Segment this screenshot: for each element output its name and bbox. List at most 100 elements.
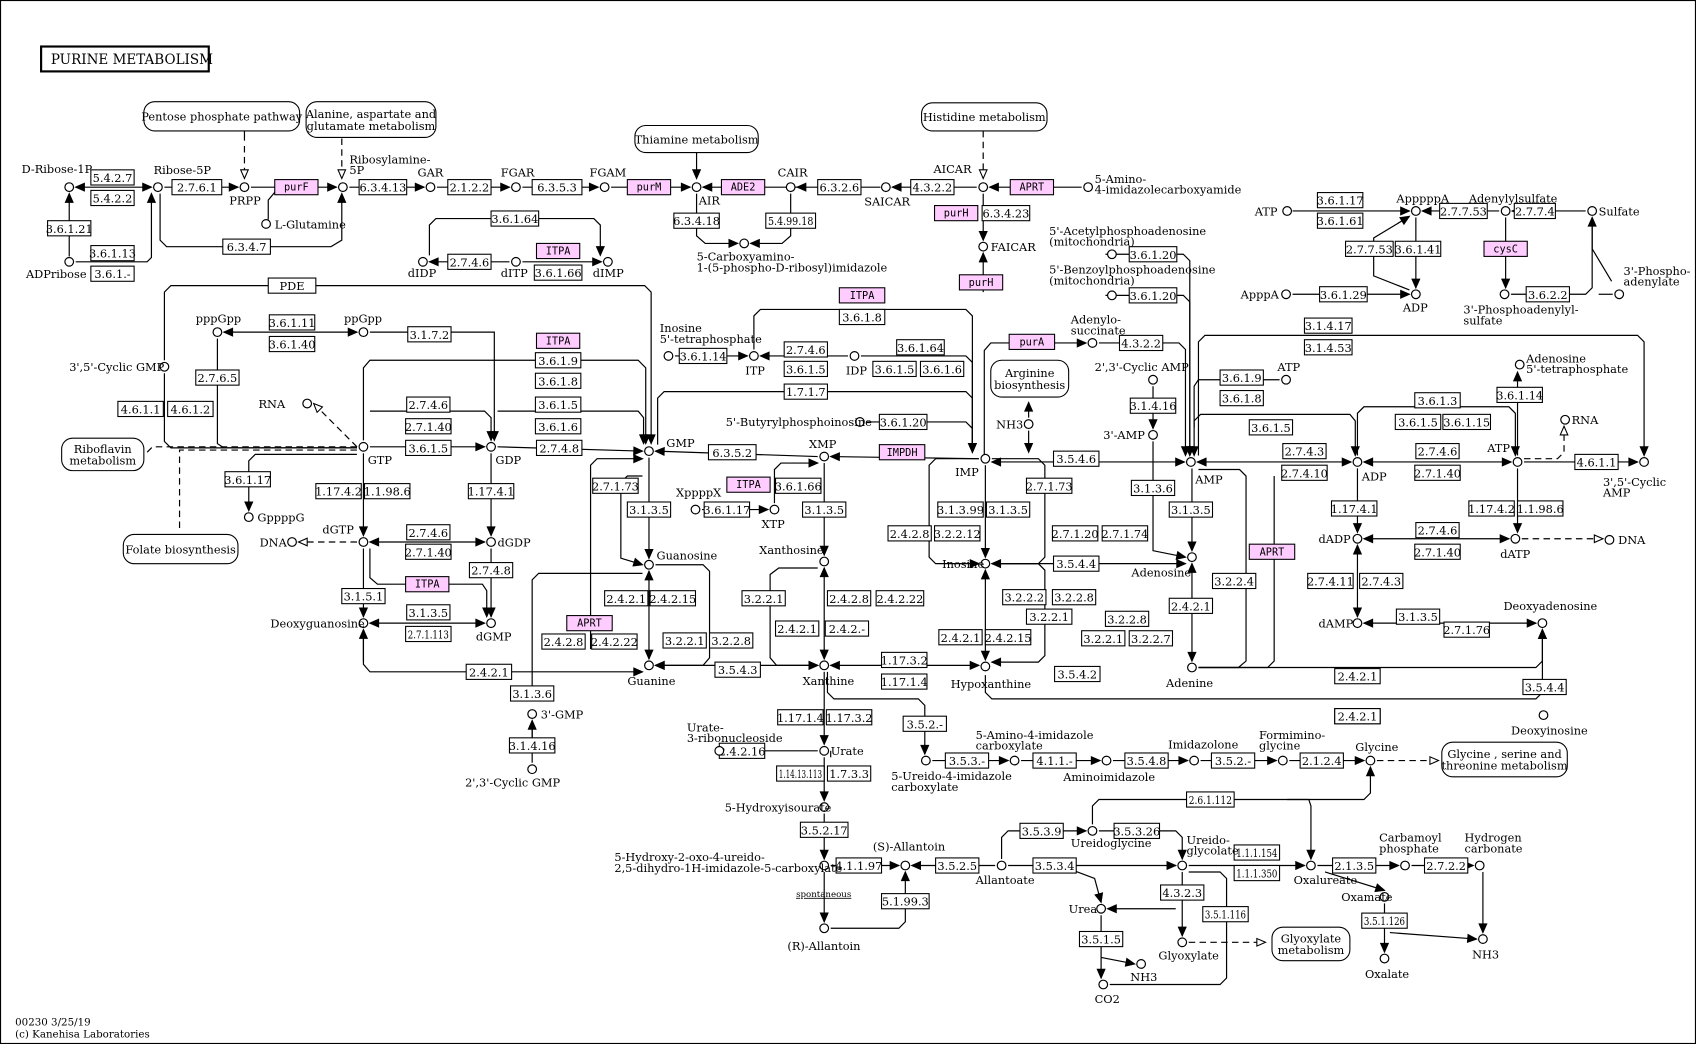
compound-xan[interactable]: Xanthine — [803, 660, 855, 688]
enzyme-box-3-2-2-1[interactable]: 3.2.2.1 — [1081, 630, 1126, 647]
gene-box-ITPA[interactable]: ITPA — [405, 576, 450, 593]
compound-hyp[interactable]: Hypoxanthine — [951, 661, 1032, 691]
enzyme-box-3-1-3-5[interactable]: 3.1.3.5 — [1168, 501, 1214, 518]
enzyme-box-3-6-1-5[interactable]: 3.6.1.5 — [405, 439, 452, 457]
enzyme-box-4-6-1-1[interactable]: 4.6.1.1 — [1574, 453, 1619, 471]
gene-box-purH[interactable]: purH — [958, 274, 1004, 291]
enzyme-box-1-1-1-350[interactable]: 1.1.1.350 — [1233, 864, 1281, 882]
enzyme-box-3-6-1-5[interactable]: 3.6.1.5 — [534, 396, 582, 413]
enzyme-box-2-1-2-4[interactable]: 2.1.2.4 — [1299, 752, 1344, 769]
gene-box-purM[interactable]: purM — [626, 179, 672, 196]
enzyme-box-1-17-1-4[interactable]: 1.17.1.4 — [777, 709, 824, 726]
enzyme-box-1-14-13-113[interactable]: 1.14.13.113 — [776, 765, 825, 782]
enzyme-box-2-4-2-1[interactable]: 2.4.2.1 — [938, 629, 983, 646]
enzyme-box-3-6-1-5[interactable]: 3.6.1.5 — [1248, 419, 1294, 436]
compound-oxur[interactable]: Oxalureate — [1294, 860, 1358, 887]
enzyme-box-3-1-4-17[interactable]: 3.1.4.17 — [1303, 317, 1353, 334]
enzyme-box-6-3-4-18[interactable]: 6.3.4.18 — [673, 212, 720, 229]
compound-gar[interactable]: GAR — [418, 165, 444, 193]
compound-xmp[interactable]: XMP — [809, 437, 837, 462]
enzyme-box-3-2-2-1[interactable]: 3.2.2.1 — [662, 632, 707, 649]
enzyme-box-2-7-4-10[interactable]: 2.7.4.10 — [1281, 464, 1328, 481]
enzyme-box-3-6-1-6[interactable]: 3.6.1.6 — [919, 360, 965, 378]
enzyme-box-2-7-1-40[interactable]: 2.7.1.40 — [1414, 543, 1461, 560]
enzyme-box-3-6-1-66[interactable]: 3.6.1.66 — [775, 477, 822, 494]
enzyme-box-3-5-2--[interactable]: 3.5.2.- — [1210, 752, 1256, 769]
enzyme-box-1-17-4-2[interactable]: 1.17.4.2 — [315, 483, 362, 500]
compound-ppgpp[interactable]: ppGpp — [344, 311, 382, 338]
enzyme-box-2-7-4-6[interactable]: 2.7.4.6 — [406, 396, 451, 413]
enzyme-box-3-6-1-5[interactable]: 3.6.1.5 — [783, 360, 828, 378]
enzyme-box-3-5-4-4[interactable]: 3.5.4.4 — [1522, 678, 1567, 696]
enzyme-box-2-4-2-1[interactable]: 2.4.2.1 — [1334, 708, 1381, 725]
enzyme-box-2-4-2-8[interactable]: 2.4.2.8 — [887, 525, 932, 542]
enzyme-box-2-7-6-1[interactable]: 2.7.6.1 — [171, 179, 223, 196]
enzyme-box-5-4-99-18[interactable]: 5.4.99.18 — [765, 212, 817, 229]
enzyme-box-3-5-2-17[interactable]: 3.5.2.17 — [799, 821, 849, 838]
compound-co2[interactable]: CO2 — [1095, 979, 1120, 1006]
compound-damp[interactable]: dAMP — [1319, 616, 1363, 630]
compound-dr1p[interactable]: D-Ribose-1P — [22, 162, 93, 193]
enzyme-box-4-6-1-1[interactable]: 4.6.1.1 — [117, 400, 164, 418]
enzyme-box-3-6-1-8[interactable]: 3.6.1.8 — [1219, 390, 1264, 407]
enzyme-box-4-1-1-97[interactable]: 4.1.1.97 — [835, 857, 882, 874]
enzyme-box-1-1-98-6[interactable]: 1.1.98.6 — [364, 483, 411, 500]
compound-atp2[interactable]: ATP — [1254, 204, 1293, 218]
enzyme-box-3-6-1-5[interactable]: 3.6.1.5 — [1394, 413, 1442, 431]
enzyme-box-3-5-1-116[interactable]: 3.5.1.116 — [1202, 906, 1249, 923]
compound-air[interactable]: AIR — [691, 182, 720, 208]
pathway-link-thi[interactable]: Thiamine metabolism — [634, 124, 759, 154]
compound-gppppg[interactable]: GppppG — [243, 510, 305, 524]
enzyme-box-2-4-2-1[interactable]: 2.4.2.1 — [774, 620, 820, 637]
enzyme-box-1-17-4-1[interactable]: 1.17.4.1 — [1331, 500, 1378, 517]
compound-nh3b[interactable]: NH3 — [1130, 959, 1157, 985]
enzyme-box-6-3-2-6[interactable]: 6.3.2.6 — [817, 179, 862, 196]
compound-ade[interactable]: Adenine — [1165, 662, 1213, 690]
compound-sulf[interactable]: Sulfate — [1587, 204, 1640, 218]
enzyme-box-2-4-2-22[interactable]: 2.4.2.22 — [875, 590, 925, 607]
enzyme-box-3-6-1-11[interactable]: 3.6.1.11 — [269, 314, 316, 331]
enzyme-box-4-3-2-2[interactable]: 4.3.2.2 — [1118, 334, 1164, 352]
enzyme-box-3-5-3-4[interactable]: 3.5.3.4 — [1032, 857, 1077, 874]
enzyme-box-3-2-2-8[interactable]: 3.2.2.8 — [1051, 589, 1097, 606]
compound-aps[interactable]: Adenylylsulfate — [1468, 191, 1558, 216]
compound-idp[interactable]: IDP — [846, 351, 868, 378]
enzyme-box-2-7-1-40[interactable]: 2.7.1.40 — [1414, 464, 1461, 481]
gene-box-APRT[interactable]: APRT — [1248, 543, 1296, 560]
compound-xtp[interactable]: XTP — [761, 504, 785, 531]
enzyme-box-2-7-1-20[interactable]: 2.7.1.20 — [1052, 525, 1099, 542]
enzyme-box-2-7-4-6[interactable]: 2.7.4.6 — [1415, 522, 1460, 539]
compound-cgmp23[interactable]: 2',3'-Cyclic GMP — [465, 764, 561, 790]
enzyme-box-2-4-2-15[interactable]: 2.4.2.15 — [985, 629, 1032, 646]
compound-rna1[interactable]: RNA — [259, 397, 313, 411]
enzyme-box-3-6-1-14[interactable]: 3.6.1.14 — [1496, 386, 1543, 403]
enzyme-box-3-2-2-4[interactable]: 3.2.2.4 — [1211, 572, 1257, 590]
compound-xppppx[interactable]: XppppX — [676, 486, 722, 515]
enzyme-box-3-6-1-64[interactable]: 3.6.1.64 — [896, 339, 945, 356]
compound-imp[interactable]: IMP — [955, 453, 991, 479]
enzyme-box-3-2-2-7[interactable]: 3.2.2.7 — [1128, 630, 1174, 647]
compound-amp[interactable]: AMP — [1185, 457, 1223, 487]
enzyme-box-3-2-2-1[interactable]: 3.2.2.1 — [1025, 608, 1073, 625]
enzyme-box-3-1-4-53[interactable]: 3.1.4.53 — [1303, 339, 1353, 356]
enzyme-box-3-2-2-12[interactable]: 3.2.2.12 — [934, 525, 981, 542]
enzyme-box-3-6-1-17[interactable]: 3.6.1.17 — [224, 471, 271, 488]
enzyme-box-2-7-4-6[interactable]: 2.7.4.6 — [1415, 443, 1460, 460]
compound-ralla[interactable]: (R)-Allantoin — [787, 923, 860, 953]
compound-oxal[interactable]: Oxalate — [1365, 953, 1409, 981]
gene-box-ITPA[interactable]: ITPA — [535, 242, 581, 260]
enzyme-box-3-2-2-2[interactable]: 3.2.2.2 — [1002, 589, 1047, 606]
enzyme-box-3-6-1-3[interactable]: 3.6.1.3 — [1414, 392, 1461, 409]
compound-dguo[interactable]: Deoxyguanosine — [270, 616, 369, 630]
gene-box-purH[interactable]: purH — [933, 205, 979, 222]
compound-lgln[interactable]: L-Glutamine — [261, 217, 346, 231]
compound-gtp[interactable]: GTP — [358, 441, 392, 467]
enzyme-box-3-6-1-17[interactable]: 3.6.1.17 — [703, 501, 750, 518]
enzyme-box-3-6-1-40[interactable]: 3.6.1.40 — [269, 335, 316, 353]
enzyme-box-4-3-2-3[interactable]: 4.3.2.3 — [1160, 884, 1205, 901]
compound-ino[interactable]: Inosine — [942, 557, 991, 571]
